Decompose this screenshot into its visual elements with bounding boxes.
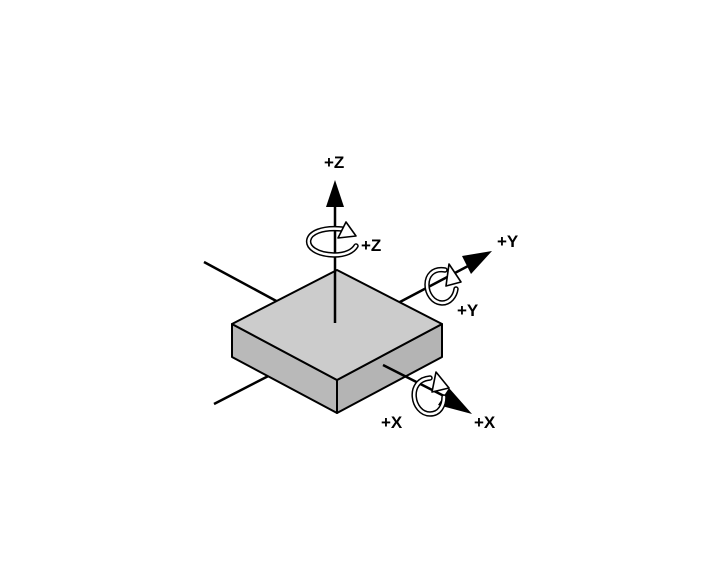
block-top-face <box>231 269 443 381</box>
rotation-arrow-icon-z <box>305 221 359 258</box>
z-axis-label: +Z <box>324 153 344 172</box>
y-axis-arrowhead <box>462 251 492 274</box>
y-axis-line <box>397 263 471 305</box>
y-axis-label: +Y <box>497 232 519 251</box>
rotation-arrow-icon-y <box>424 263 462 306</box>
axis-line-back-left <box>203 260 281 305</box>
z-axis-arrowhead <box>326 180 344 207</box>
x-axis-label: +X <box>474 413 496 432</box>
z-rotation-label: +Z <box>361 236 381 255</box>
x-rotation-label: +X <box>381 413 403 432</box>
y-rotation-label: +Y <box>457 301 479 320</box>
block <box>231 269 443 414</box>
x-axis-arrowhead <box>438 388 472 414</box>
rotation-arrow-icon-x <box>411 371 450 417</box>
